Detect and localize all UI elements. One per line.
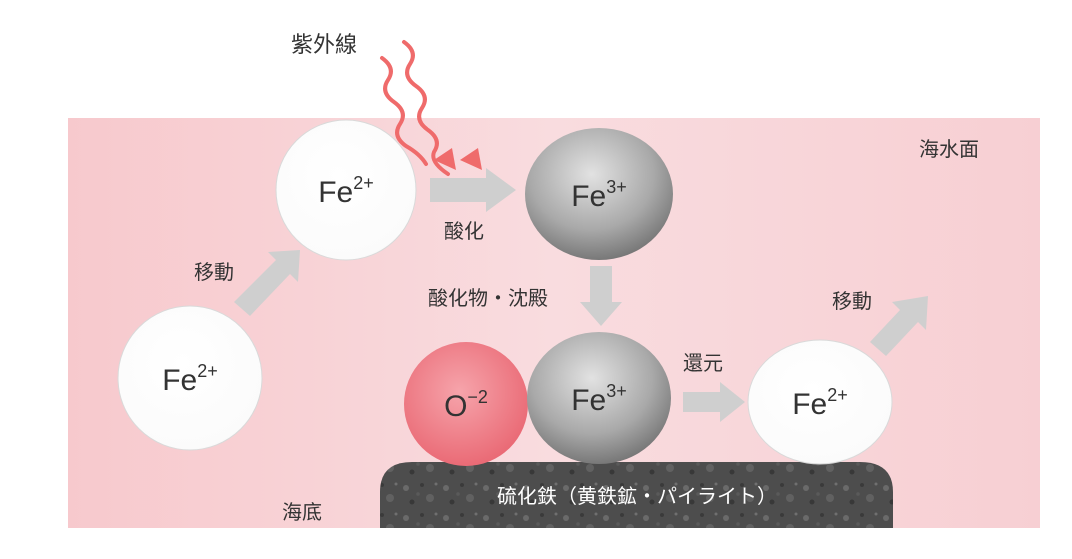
oxygen-ball <box>404 342 528 466</box>
oxidation-label: 酸化 <box>444 219 484 243</box>
uv-arrow-icon <box>380 40 450 176</box>
precipitation-arrow-icon <box>580 266 622 326</box>
fe2-left-ball <box>117 305 263 451</box>
oxide-precipitation-label: 酸化物・沈殿 <box>428 286 548 310</box>
reduction-label: 還元 <box>683 351 723 375</box>
fe2-left-label: Fe2+ <box>162 361 218 397</box>
fe3-bottom-ball <box>527 332 671 464</box>
fe2-top-label: Fe2+ <box>318 173 374 209</box>
move-right-label: 移動 <box>832 289 872 313</box>
move-up-arrow-right-icon <box>870 296 928 356</box>
flow-arrows <box>234 168 928 422</box>
move-up-arrow-left-icon <box>234 250 300 316</box>
sediment-label: 硫化鉄（黄鉄鉱・パイライト） <box>497 484 777 508</box>
seabed-label: 海底 <box>282 500 322 524</box>
uv-arrowheads <box>434 148 482 170</box>
oxidation-arrow-icon <box>430 168 516 212</box>
sea-surface-label: 海水面 <box>919 137 979 161</box>
oxygen-label: O−2 <box>444 387 488 423</box>
fe2-top-ball <box>275 119 417 261</box>
fe2-right-ball <box>747 339 893 465</box>
move-left-label: 移動 <box>194 260 234 284</box>
fe2-right-label: Fe2+ <box>792 385 848 421</box>
sediment-rock <box>380 462 893 528</box>
fe3-bottom-label: Fe3+ <box>571 381 627 417</box>
reduction-arrow-icon <box>683 382 745 422</box>
uv-label: 紫外線 <box>291 33 357 58</box>
fe3-top-ball <box>525 128 673 260</box>
fe3-top-label: Fe3+ <box>571 177 627 213</box>
